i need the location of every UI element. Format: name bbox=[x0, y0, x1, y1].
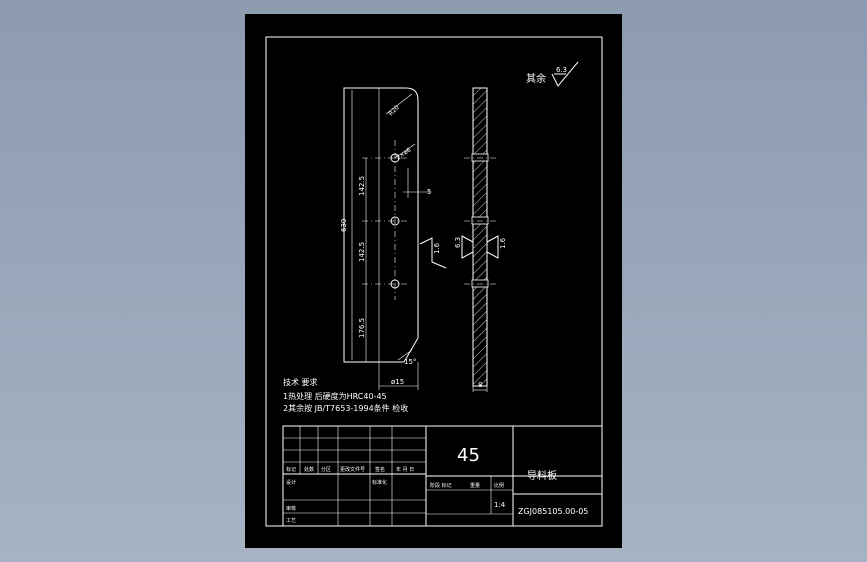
roughness-note-label: 其余 bbox=[526, 72, 546, 85]
technical-requirements: 技术 要求 1热处理 后硬度为HRC40-45 2其余按 JB/T7653-19… bbox=[283, 377, 408, 413]
label-mark: 标记 bbox=[286, 466, 296, 473]
drawing-number: ZGJ085105.00-05 bbox=[518, 507, 588, 516]
title-block: 标记 处数 分区 更改文件号 签名 年 月 日 设计 标准化 审核 工艺 阶段 … bbox=[282, 425, 603, 527]
dim-chamfer: 15° bbox=[404, 358, 416, 366]
part-name: 导料板 bbox=[527, 469, 557, 482]
radius-leader bbox=[385, 93, 413, 115]
label-zone: 分区 bbox=[321, 466, 331, 473]
front-view: 630 142.5 142.5 176.5 2×ø6 R20 5 1.6 15°… bbox=[340, 87, 447, 390]
roughness-note-symbol bbox=[551, 61, 579, 87]
side-view: 6.3 1.6 8 bbox=[454, 87, 507, 392]
dim-slot-depth: 5 bbox=[427, 188, 431, 196]
label-count: 处数 bbox=[304, 466, 314, 473]
roughness-symbol-side-left: 6.3 bbox=[454, 235, 474, 259]
general-roughness-note: 其余 6.3 bbox=[526, 61, 579, 87]
roughness-side-right-value: 1.6 bbox=[499, 237, 507, 249]
dim-overall-length: 630 bbox=[340, 219, 348, 232]
label-review: 审核 bbox=[286, 505, 296, 512]
material-value: 45 bbox=[457, 445, 480, 466]
dim-width: ø15 bbox=[391, 378, 404, 386]
plate-outline bbox=[343, 87, 419, 363]
scale-value: 1:4 bbox=[494, 501, 506, 509]
hole-dia-leader bbox=[394, 143, 416, 159]
dim-pitch-2: 142.5 bbox=[358, 242, 366, 262]
tech-notes-line1: 1热处理 后硬度为HRC40-45 bbox=[283, 391, 387, 401]
side-hole-3 bbox=[471, 279, 489, 288]
dim-bottom-offset: 176.5 bbox=[358, 318, 366, 338]
label-date: 年 月 日 bbox=[396, 466, 414, 473]
roughness-symbol-front: 1.6 bbox=[419, 237, 447, 269]
drawing-sheet bbox=[245, 14, 622, 548]
label-weight: 重量 bbox=[470, 482, 480, 489]
chamfer-leader bbox=[397, 349, 413, 361]
label-designer: 设计 bbox=[286, 479, 296, 486]
label-stage-mark: 阶段 标记 bbox=[430, 482, 452, 489]
side-section-hatch bbox=[472, 87, 488, 387]
tech-notes-title: 技术 要求 bbox=[283, 377, 318, 387]
label-standardize: 标准化 bbox=[372, 479, 387, 486]
label-ratio: 比例 bbox=[494, 482, 504, 489]
roughness-note-value: 6.3 bbox=[556, 66, 567, 74]
label-sign: 签名 bbox=[375, 466, 385, 473]
side-hole-1 bbox=[471, 153, 489, 162]
label-change-doc: 更改文件号 bbox=[340, 466, 365, 473]
roughness-side-left-value: 6.3 bbox=[454, 237, 462, 248]
roughness-symbol-side-right: 1.6 bbox=[486, 235, 507, 259]
dim-thickness: 8 bbox=[478, 381, 482, 389]
tech-notes-line2: 2其余按 JB/T7653-1994条件 检收 bbox=[283, 403, 408, 413]
dim-pitch-1: 142.5 bbox=[358, 176, 366, 196]
label-process: 工艺 bbox=[286, 518, 296, 524]
side-hole-2 bbox=[471, 216, 489, 225]
roughness-front-value: 1.6 bbox=[433, 242, 441, 254]
